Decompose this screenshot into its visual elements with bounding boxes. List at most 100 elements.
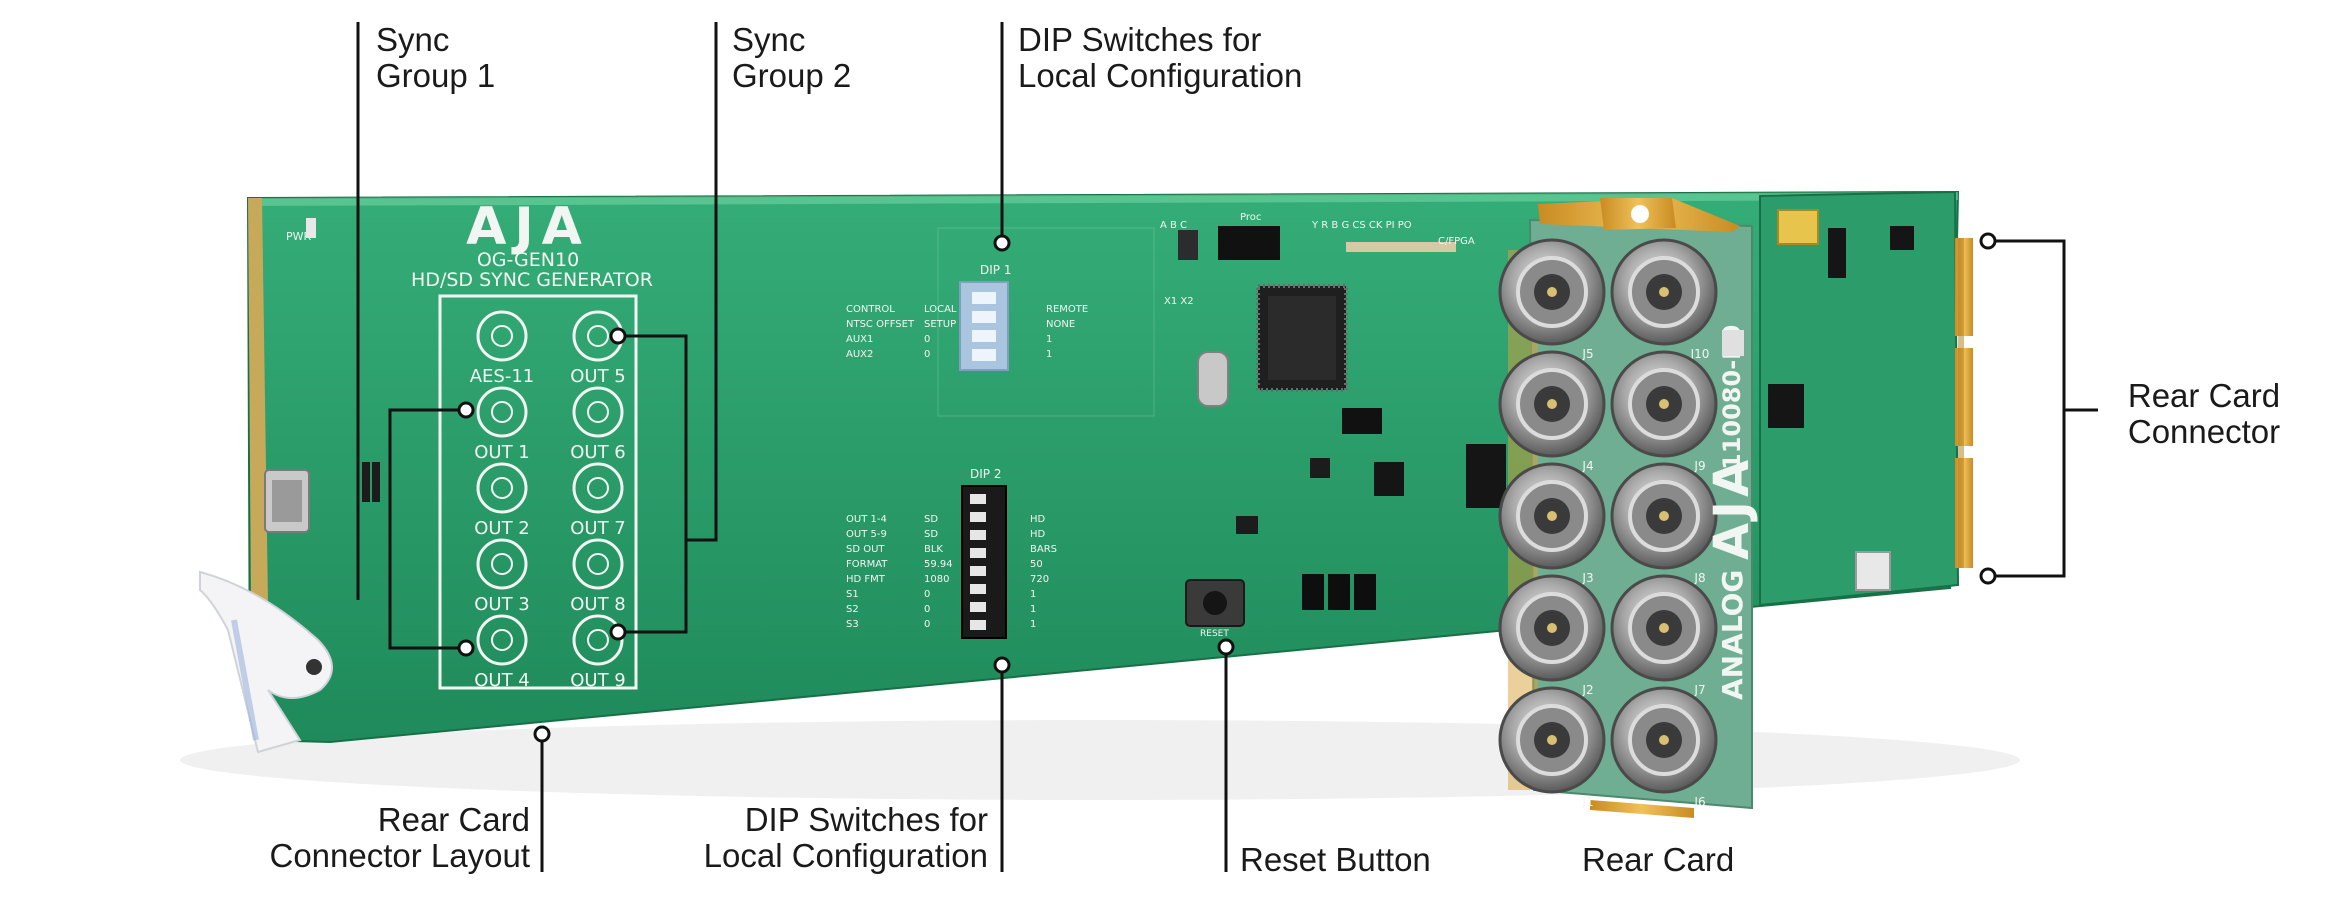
dip2-cell: S1: [846, 589, 859, 600]
port-label: OUT 9: [570, 670, 626, 691]
jack-label: J6: [1693, 795, 1705, 809]
dip2-lever[interactable]: [970, 530, 986, 540]
dip2-cell: SD OUT: [846, 544, 885, 555]
callout-dip-bottom-line1: DIP Switches for: [744, 801, 988, 838]
dip1-cell: NTSC OFFSET: [846, 319, 915, 330]
dip1-title: DIP 1: [980, 263, 1011, 277]
dip1-lever[interactable]: [972, 330, 996, 342]
port-pin: [491, 325, 513, 347]
rear-card-connector-bracket: [1988, 239, 2098, 578]
dip2-cell: 0: [924, 619, 930, 630]
dip1-cell: 1: [1046, 334, 1052, 345]
dip2-cell: 1080: [924, 574, 949, 585]
callout-rear-card-connector-layout: Rear Card Connector Layout: [200, 802, 530, 874]
dip1-lever[interactable]: [972, 311, 996, 323]
bnc-jack-pin: [1547, 399, 1557, 409]
reset-silk-label: RESET: [1200, 629, 1229, 639]
jack-label: J3: [1581, 571, 1593, 585]
port-ring: [572, 538, 624, 590]
dip2-title: DIP 2: [970, 467, 1001, 481]
pwr-led: [306, 218, 316, 238]
dip1-cell: 0: [924, 349, 930, 360]
port-ring: [572, 386, 624, 438]
dip1-cell: AUX1: [846, 334, 873, 345]
dip2-lever[interactable]: [970, 602, 986, 612]
dip2-cell: HD: [1030, 514, 1046, 525]
port-pin: [491, 401, 513, 423]
callout-sync-group-2: Sync Group 2: [732, 22, 851, 94]
port-ring: [476, 462, 528, 514]
dip2-lever[interactable]: [970, 548, 986, 558]
dip2-cell: OUT 5-9: [846, 529, 887, 540]
dip1-cell: LOCAL: [924, 304, 957, 315]
port-ring: [476, 538, 528, 590]
dip2-lever[interactable]: [970, 584, 986, 594]
svg-text:C/FPGA: C/FPGA: [1438, 236, 1475, 247]
jack-label: J8: [1693, 571, 1705, 585]
dip1-lever[interactable]: [972, 292, 996, 304]
svg-text:Y R B G CS CK PI PO: Y R B G CS CK PI PO: [1311, 220, 1412, 231]
dip2-lever[interactable]: [970, 566, 986, 576]
bnc-jack-pin: [1659, 511, 1669, 521]
dip2-cell: 1: [1030, 604, 1036, 615]
callout-sync-group-2-line1: Sync: [732, 21, 806, 58]
jack-label: J1: [1581, 795, 1593, 809]
callout-layout-line1: Rear Card: [377, 801, 530, 838]
callout-dip-top-line2: Local Configuration: [1018, 57, 1303, 94]
jack-label: J5: [1581, 347, 1593, 361]
ejector-lever[interactable]: [199, 570, 333, 754]
bnc-jack-pin: [1659, 623, 1669, 633]
dip2-cell: SD: [924, 514, 938, 525]
svg-text:Proc: Proc: [1240, 212, 1261, 223]
port-label: OUT 3: [474, 594, 530, 615]
port-pin: [587, 629, 609, 651]
dip2-lever[interactable]: [970, 494, 986, 504]
callout-reset-button: Reset Button: [1240, 841, 1431, 878]
dip2-lever[interactable]: [970, 620, 986, 630]
dip2-cell: 1: [1030, 619, 1036, 630]
callout-dip-bottom-line2: Local Configuration: [703, 837, 988, 874]
callout-rear-card-connector-line1: Rear Card: [2127, 377, 2281, 414]
dip1-cell: AUX2: [846, 349, 873, 360]
port-label: OUT 6: [570, 442, 626, 463]
dip2-cell: HD: [1030, 529, 1046, 540]
bnc-jack-pin: [1547, 623, 1557, 633]
jack-label: J9: [1693, 459, 1705, 473]
port-pin: [491, 477, 513, 499]
reset-button[interactable]: [1185, 579, 1245, 627]
callout-rear-card-connector: Rear Card Connector: [2104, 378, 2304, 450]
pwr-label: PWR: [286, 230, 312, 243]
dip2-cell: OUT 1-4: [846, 514, 887, 525]
bnc-jack-pin: [1659, 735, 1669, 745]
callout-dip-bottom: DIP Switches for Local Configuration: [620, 802, 988, 874]
jack-label: J10: [1690, 347, 1710, 361]
description-label: HD/SD SYNC GENERATOR: [411, 269, 653, 291]
jack-label: J4: [1581, 459, 1593, 473]
port-ring: [476, 614, 528, 666]
dip1-cell: REMOTE: [1046, 304, 1088, 315]
dip2-lever[interactable]: [970, 512, 986, 522]
port-pin: [587, 401, 609, 423]
callout-sync-group-2-line2: Group 2: [732, 57, 852, 94]
dip2-cell: 50: [1030, 559, 1043, 570]
dip2-cell: BARS: [1030, 544, 1057, 555]
callout-dip-top-line1: DIP Switches for: [1018, 21, 1262, 58]
rear-card-edge-connector: [1759, 190, 1973, 607]
dip2-cell: SD: [924, 529, 938, 540]
port-label: AES-11: [470, 366, 535, 387]
port-pin: [587, 325, 609, 347]
port-label: OUT 2: [474, 518, 530, 539]
dip1-lever[interactable]: [972, 349, 996, 361]
dip2-switch[interactable]: [961, 485, 1007, 639]
dip2-cell: S3: [846, 619, 859, 630]
callout-dip-top: DIP Switches for Local Configuration: [1018, 22, 1302, 94]
port-ring: [476, 386, 528, 438]
bnc-jack-pin: [1547, 735, 1557, 745]
dip2-cell: FORMAT: [846, 559, 888, 570]
dip2-cell: 0: [924, 604, 930, 615]
